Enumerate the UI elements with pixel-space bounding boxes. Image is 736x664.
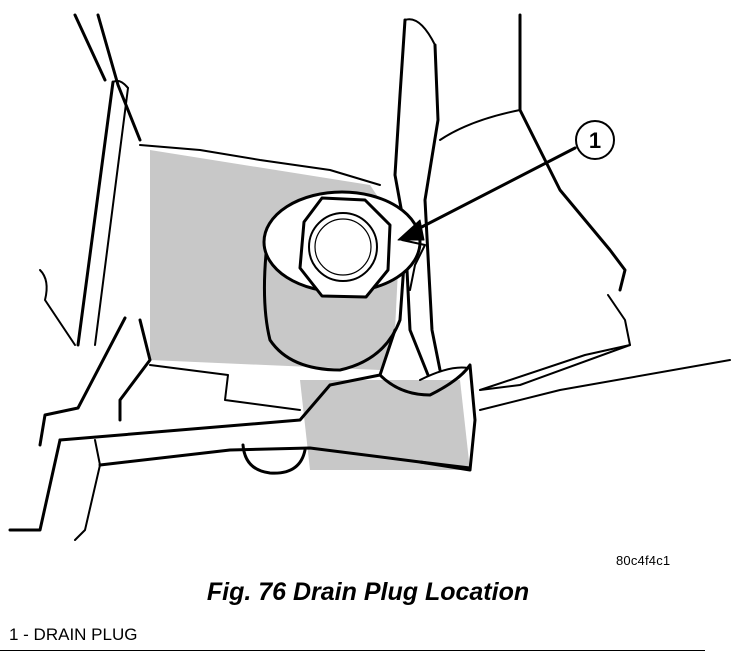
lower-shading bbox=[300, 380, 470, 470]
callout-number: 1 bbox=[589, 128, 601, 153]
right-flange-lower bbox=[479, 344, 631, 391]
left-rail-front bbox=[76, 80, 115, 347]
lower-left-front bbox=[38, 316, 127, 447]
callout-circle bbox=[575, 120, 615, 160]
figure-caption: Fig. 76 Drain Plug Location bbox=[206, 578, 530, 606]
right-post-cap bbox=[404, 18, 436, 46]
right-post-left bbox=[393, 18, 430, 377]
lower-step bbox=[149, 364, 301, 411]
callout-arrowhead bbox=[397, 219, 425, 241]
callout-leader-line bbox=[410, 146, 577, 234]
left-rail-top bbox=[96, 13, 142, 142]
right-housing-edge bbox=[518, 13, 627, 292]
top-left-edge bbox=[73, 13, 107, 82]
plug-washer-inner bbox=[314, 218, 372, 276]
bottom-tab bbox=[241, 443, 307, 475]
left-tab bbox=[39, 269, 76, 346]
legend-item: 1 - DRAIN PLUG bbox=[9, 625, 138, 644]
bottom-right-curve bbox=[419, 366, 469, 381]
right-housing-lip bbox=[439, 109, 521, 141]
plug-washer bbox=[308, 212, 378, 282]
right-rail bbox=[479, 359, 731, 411]
lower-left-back bbox=[118, 318, 152, 422]
right-post-right bbox=[423, 43, 442, 372]
lower-left-inner bbox=[74, 439, 101, 541]
right-flange bbox=[479, 294, 631, 391]
boss-tab bbox=[401, 239, 426, 291]
drain-plug-illustration: 1 bbox=[8, 13, 731, 541]
left-rail-back bbox=[94, 87, 129, 346]
lower-left-foot bbox=[8, 438, 62, 532]
left-rail-cap bbox=[112, 79, 129, 89]
bottom-right-housing bbox=[378, 363, 477, 472]
pan-top-edge bbox=[139, 144, 381, 186]
lower-crossbar-top bbox=[58, 328, 397, 442]
bottom-rule bbox=[0, 650, 705, 651]
image-code: 80c4f4c1 bbox=[616, 553, 671, 568]
drain-boss bbox=[262, 233, 407, 372]
